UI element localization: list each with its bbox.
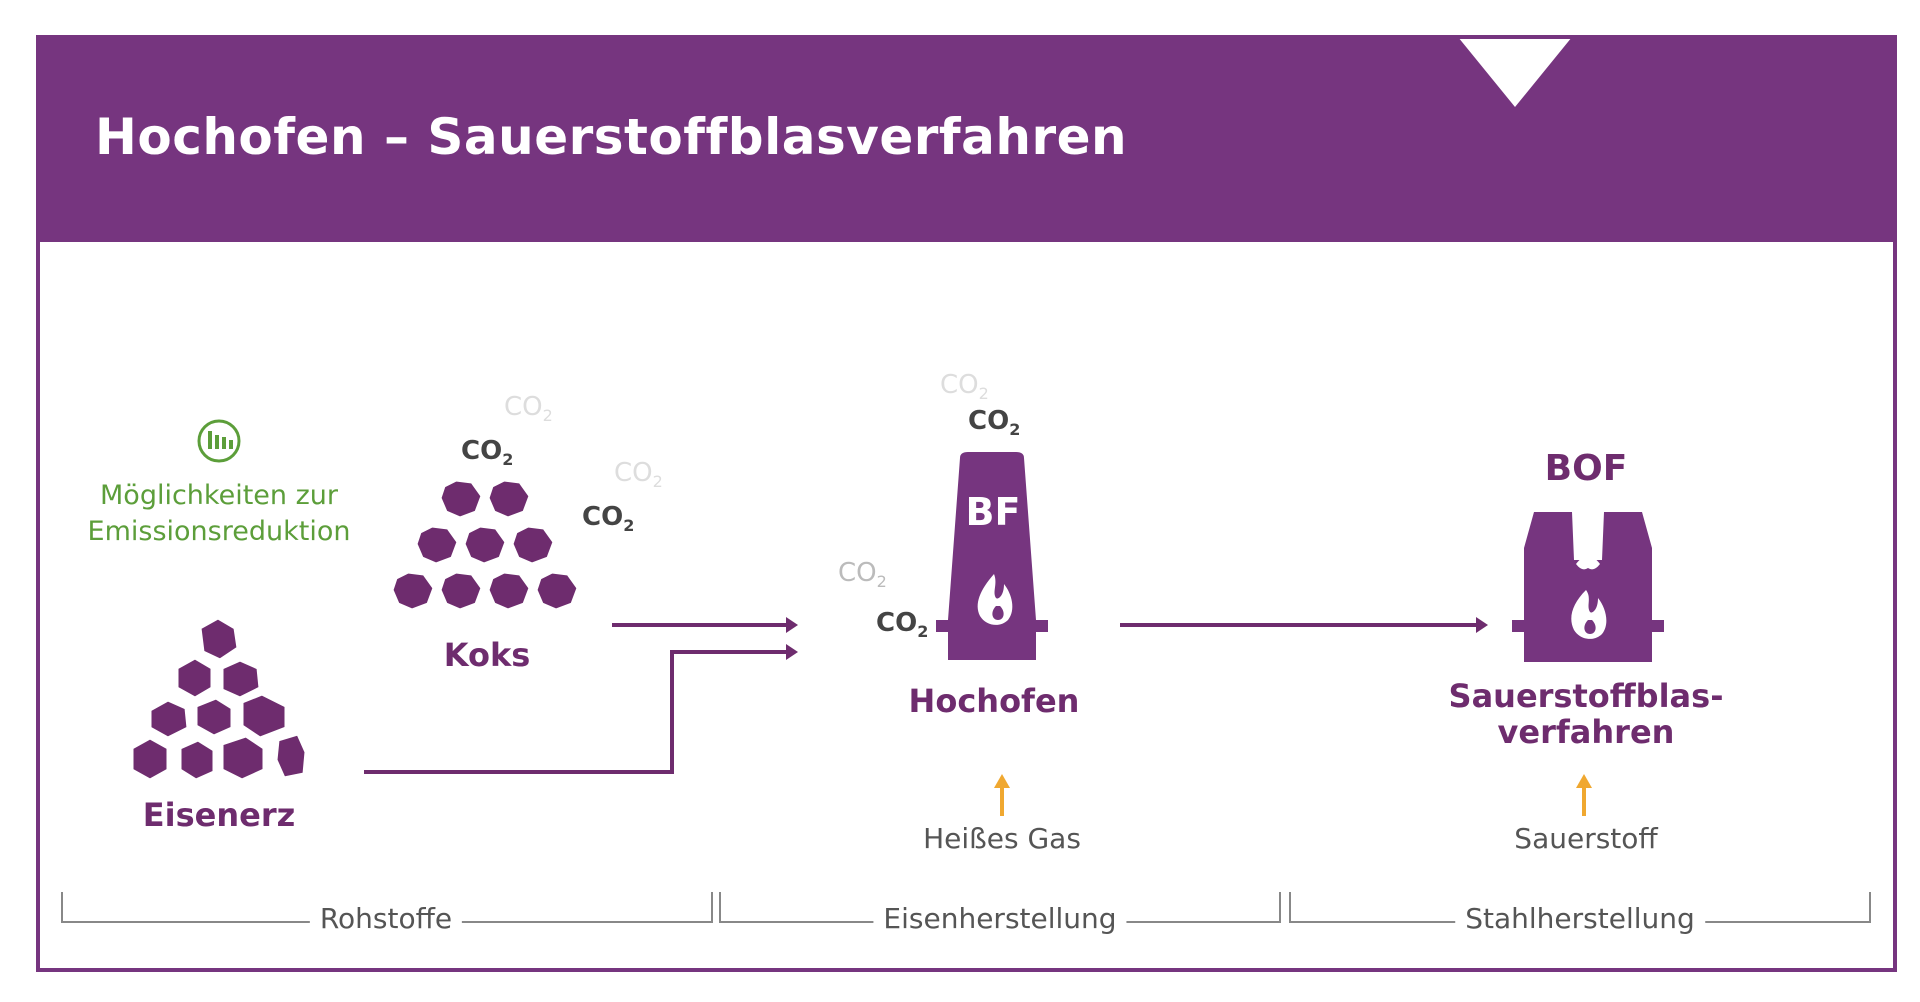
bof-label: Sauerstoffblas- verfahren bbox=[1448, 677, 1724, 751]
flow-arrows bbox=[364, 623, 1478, 774]
co2-label: CO2 bbox=[838, 558, 887, 591]
flame-icon bbox=[1571, 590, 1607, 639]
bof-badge: BOF bbox=[1544, 448, 1628, 489]
coke-icon bbox=[390, 478, 580, 612]
ore-to-furnace-arrow-line bbox=[364, 650, 788, 774]
page-title: Hochofen – Sauerstoffblasverfahren bbox=[95, 108, 1128, 166]
co2-label: CO2 bbox=[940, 370, 989, 403]
header-banner bbox=[38, 37, 1895, 242]
section-label-eisenherstellung: Eisenherstellung bbox=[873, 902, 1127, 935]
arrowhead bbox=[1476, 617, 1488, 633]
emission-reduction-icon bbox=[197, 419, 241, 463]
coke-label: Koks bbox=[443, 636, 531, 674]
oxygen-lance-icon bbox=[1582, 512, 1594, 558]
arrowhead bbox=[786, 644, 798, 660]
co2-label: CO2 bbox=[968, 406, 1021, 439]
co2-label: CO2 bbox=[614, 458, 663, 491]
bf-badge: BF bbox=[965, 490, 1021, 534]
hot-gas-arrow-icon bbox=[994, 774, 1010, 816]
hot-gas-label: Heißes Gas bbox=[923, 822, 1081, 855]
flame-icon bbox=[977, 574, 1013, 625]
oxygen-arrow-icon bbox=[1576, 774, 1592, 816]
iron-ore-icon bbox=[130, 616, 308, 782]
iron-ore-label: Eisenerz bbox=[142, 796, 296, 834]
section-label-rohstoffe: Rohstoffe bbox=[309, 902, 463, 935]
oxygen-label: Sauerstoff bbox=[1514, 822, 1658, 855]
blast-furnace-icon bbox=[936, 452, 1048, 660]
emission-reduction-label: Möglichkeiten zur Emissionsreduktion bbox=[87, 480, 351, 547]
arrowhead bbox=[786, 617, 798, 633]
co2-label: CO2 bbox=[504, 392, 553, 425]
co2-label: CO2 bbox=[582, 502, 635, 535]
blast-furnace-label: Hochofen bbox=[908, 682, 1080, 720]
section-label-stahlherstellung: Stahlherstellung bbox=[1455, 902, 1705, 935]
bof-converter-icon bbox=[1512, 512, 1664, 662]
co2-label: CO2 bbox=[876, 608, 929, 641]
co2-label: CO2 bbox=[461, 436, 514, 469]
